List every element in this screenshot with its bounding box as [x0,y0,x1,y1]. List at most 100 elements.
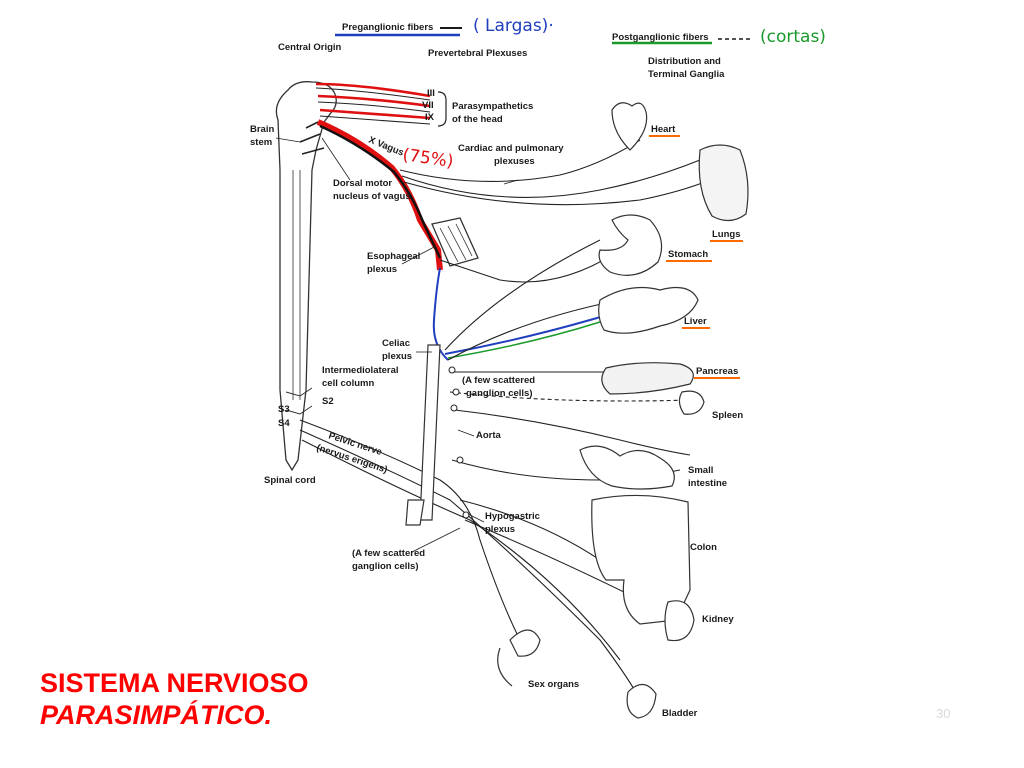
lungs-label: Lungs [712,229,741,240]
kidney-organ [664,600,695,642]
fiber-to-spleen [449,391,691,402]
stomach-label: Stomach [668,249,708,260]
esophageal-plexus-strands [439,223,473,263]
cranial-bracket [437,91,447,127]
slide-title: SISTEMA NERVIOSO PARASIMPÁTICO. [40,667,309,731]
distribution-label-1: Distribution and [648,56,721,67]
scattered-a-label-1: (A few scattered [462,375,535,386]
ganglion [452,388,460,396]
legend-preganglionic-note: ( Largas)· [473,16,554,36]
cranial-vii-label: VII [422,100,434,111]
ganglia [448,366,470,519]
dorsal-motor-label-1: Dorsal motor [333,178,392,189]
title-line-1: SISTEMA NERVIOSO [40,668,309,698]
cardiac-label-1: Cardiac and pulmonary [458,143,564,154]
pelvic-to-bladder [299,429,641,701]
cranial-dark-outline [315,87,431,125]
cranial-nerves [315,82,447,127]
s2-label: S2 [322,396,334,407]
fiber-to-liver [447,299,621,361]
vagus-percent-note: (75%) [401,145,454,172]
nerve-vii [317,94,431,108]
vagus-dark-core [319,124,442,259]
scattered-b-label-1: (A few scattered [352,548,425,559]
stomach-organ [598,214,663,276]
pointer-esophageal [401,245,437,265]
para-head-label-2: of the head [452,114,503,125]
pancreas-organ [601,362,694,395]
nerve-fibers [299,139,711,701]
pointer-scattered-b [411,527,461,553]
bladder-label: Bladder [662,708,698,719]
iliac-branch [405,499,425,526]
hypogastric-label-2: plexus [485,524,515,535]
celiac-label-2: plexus [382,351,412,362]
kidney-label: Kidney [702,614,734,625]
pointer-dorsal-motor [321,137,351,181]
heart-organ [611,102,648,151]
fiber-to-stomach-1 [439,249,621,283]
aorta [405,344,441,526]
vagus-red-trunk [316,119,443,271]
aorta-label: Aorta [476,430,502,441]
nerve-iii [315,82,431,98]
labels: Brain stem Dorsal motor nucleus of vagus… [250,124,743,719]
ganglion [462,511,470,519]
cranial-iii-label: III [427,88,435,99]
aorta-vessel [419,344,441,521]
para-head-label-1: Parasympathetics [452,101,533,112]
intermedio-label-2: cell column [322,378,374,389]
spleen-organ [678,390,705,415]
spinal-canal [292,170,301,400]
scattered-b-label-2: ganglion cells) [352,561,419,572]
brain-stem-spinal-cord [275,81,337,472]
pancreas-label: Pancreas [696,366,738,377]
pelvic-nerve-3 [301,439,621,661]
fiber-to-lungs-1 [401,159,701,198]
nerve-ix [319,108,431,120]
ganglion [450,404,458,412]
fiber-to-heart [399,139,641,182]
cardiac-label-2: plexuses [494,156,535,167]
liver-organ [598,286,699,334]
legend-preganglionic-label: Preganglionic fibers [342,22,433,33]
pelvic-to-sex-organs [299,419,521,641]
fiber-to-lungs-2 [403,179,711,206]
colon-organ [591,494,691,625]
distribution-label-2: Terminal Ganglia [648,69,725,80]
pointer-aorta [457,429,475,437]
title-line-2: PARASIMPÁTICO. [40,700,273,730]
small-intestine-organ [579,445,675,490]
liver-label: Liver [684,316,707,327]
dorsal-motor-label-2: nucleus of vagus [333,191,411,202]
pointer-cardiac [503,179,519,185]
esophageal-label-1: Esophageal [367,251,420,262]
small-intestine-label-2: intestine [688,478,727,489]
small-intestine-label-1: Small [688,465,713,476]
ganglion [448,366,456,374]
ganglion [456,456,464,464]
vagus-nerve [316,119,641,361]
hypogastric-label-1: Hypogastric [485,511,540,522]
s4-label: S4 [278,418,290,429]
colon-label: Colon [690,542,717,553]
esophagus [431,217,479,267]
legend: Preganglionic fibers ( Largas)· Postgang… [278,16,826,80]
fiber-to-small-intestine [454,409,691,456]
brain-stem-label-2: stem [250,137,272,148]
fiber-to-stomach-2 [444,239,601,351]
cranial-ix-label: IX [425,112,435,123]
organs [497,102,749,719]
brain-stem-label-1: Brain [250,124,274,135]
celiac-label-1: Celiac [382,338,410,349]
pointer-hypogastric [467,513,485,523]
pointer-brain-stem [275,137,301,143]
label-pointers [275,137,519,553]
central-nervous-system [275,81,337,472]
s3-label: S3 [278,404,290,415]
esophageal-label-2: plexus [367,264,397,275]
brainstem-nuclei [299,121,325,155]
legend-postganglionic-note: (cortas) [760,27,826,47]
